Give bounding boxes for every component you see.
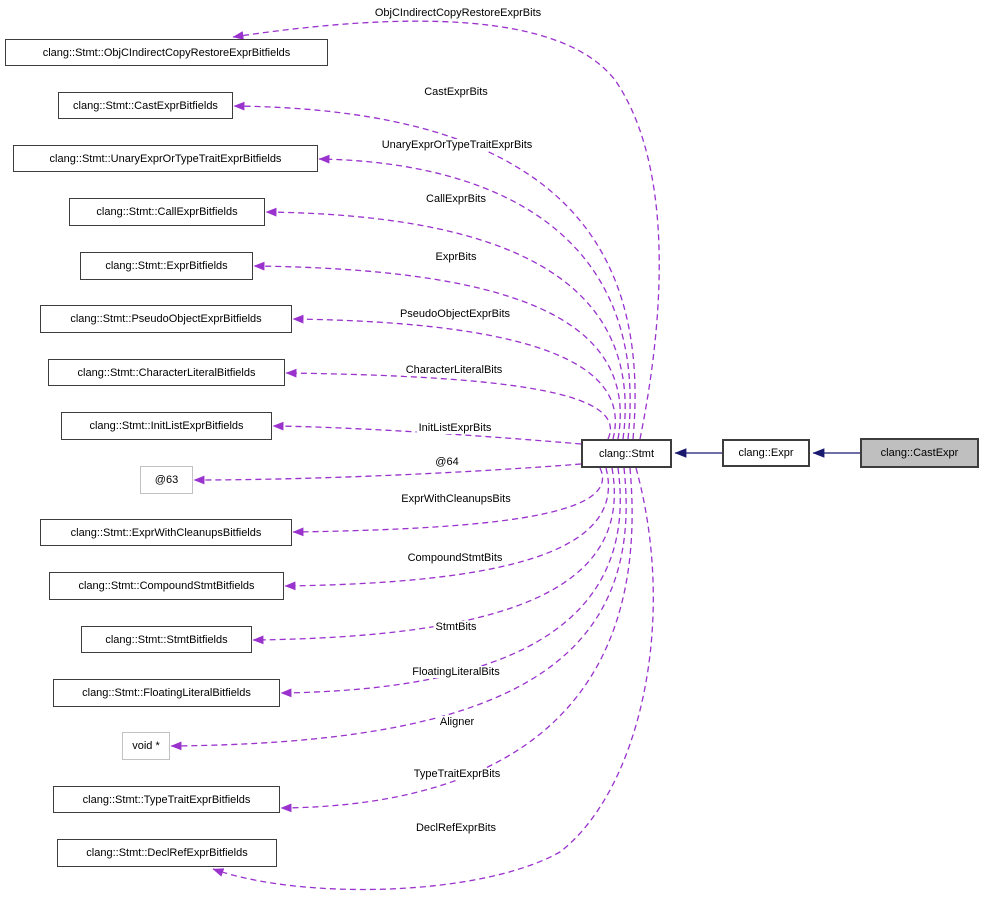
- edge-label-pseudo-object-expr-bits: PseudoObjectExprBits: [397, 308, 513, 320]
- edge-objc-indirect-copy-restore-expr-bits: [232, 20, 660, 440]
- edge-pseudo-object-expr-bits: [292, 314, 616, 440]
- edge-cast-expr-bits: [233, 101, 636, 440]
- node-stmt-bitfields[interactable]: clang::Stmt::StmtBitfields: [81, 626, 252, 653]
- edge-label-type-trait-expr-bits: TypeTraitExprBits: [411, 768, 503, 780]
- edge-expr-with-cleanups-bits: [292, 467, 603, 537]
- edge-label-objc-indirect-copy-restore-expr-bits: ObjCIndirectCopyRestoreExprBits: [372, 7, 544, 19]
- edge-label-call-expr-bits: CallExprBits: [424, 193, 488, 205]
- node-unary-expr-or-type-trait-expr-bitfields[interactable]: clang::Stmt::UnaryExprOrTypeTraitExprBit…: [13, 145, 318, 172]
- edge-label-decl-ref-expr-bits: DeclRefExprBits: [413, 822, 499, 834]
- node-objc-indirect-copy-restore-expr-bitfields[interactable]: clang::Stmt::ObjCIndirectCopyRestoreExpr…: [5, 39, 328, 66]
- edge-compound-stmt-bits: [284, 467, 609, 591]
- node-character-literal-bitfields[interactable]: clang::Stmt::CharacterLiteralBitfields: [48, 359, 285, 386]
- node-decl-ref-expr-bitfields[interactable]: clang::Stmt::DeclRefExprBitfields: [57, 839, 277, 867]
- node-clang-cast-expr: clang::CastExpr: [860, 438, 979, 468]
- node-anon-63: @63: [140, 466, 193, 494]
- node-compound-stmt-bitfields[interactable]: clang::Stmt::CompoundStmtBitfields: [49, 572, 284, 600]
- edge-label-expr-with-cleanups-bits: ExprWithCleanupsBits: [399, 493, 513, 505]
- edge-label-unary-expr-or-type-trait-expr-bits: UnaryExprOrTypeTraitExprBits: [379, 139, 535, 151]
- node-expr-with-cleanups-bitfields[interactable]: clang::Stmt::ExprWithCleanupsBitfields: [40, 519, 292, 546]
- edge-label-character-literal-bits: CharacterLiteralBits: [403, 364, 505, 376]
- edge-label-floating-literal-bits: FloatingLiteralBits: [410, 666, 502, 678]
- node-clang-expr[interactable]: clang::Expr: [722, 439, 810, 467]
- edge-label-aligner: Aligner: [437, 716, 477, 728]
- edge-anon-64: [193, 463, 582, 485]
- node-init-list-expr-bitfields[interactable]: clang::Stmt::InitListExprBitfields: [61, 412, 272, 440]
- edge-floating-literal-bits: [280, 467, 621, 698]
- edge-label-compound-stmt-bits: CompoundStmtBits: [405, 552, 505, 564]
- edge-label-anon-64: @64: [433, 456, 461, 468]
- node-pseudo-object-expr-bitfields[interactable]: clang::Stmt::PseudoObjectExprBitfields: [40, 305, 292, 333]
- edge-label-stmt-bits: StmtBits: [433, 621, 479, 633]
- edge-decl-ref-expr-bits: [212, 467, 654, 891]
- edge-label-expr-bits: ExprBits: [433, 251, 479, 263]
- edge-call-expr-bits: [265, 207, 626, 440]
- edge-expr-bits: [253, 261, 621, 440]
- node-cast-expr-bitfields[interactable]: clang::Stmt::CastExprBitfields: [58, 92, 233, 119]
- edge-label-init-list-expr-bits: InitListExprBits: [416, 422, 494, 434]
- node-call-expr-bitfields[interactable]: clang::Stmt::CallExprBitfields: [69, 198, 265, 226]
- edge-type-trait-expr-bits: [280, 467, 633, 813]
- edge-label-cast-expr-bits: CastExprBits: [422, 86, 490, 98]
- node-clang-stmt[interactable]: clang::Stmt: [581, 439, 672, 468]
- node-type-trait-expr-bitfields[interactable]: clang::Stmt::TypeTraitExprBitfields: [53, 786, 280, 813]
- edge-character-literal-bits: [285, 368, 611, 440]
- node-void-pointer: void *: [122, 732, 170, 760]
- node-floating-literal-bitfields[interactable]: clang::Stmt::FloatingLiteralBitfields: [53, 679, 280, 707]
- node-expr-bitfields[interactable]: clang::Stmt::ExprBitfields: [80, 252, 253, 280]
